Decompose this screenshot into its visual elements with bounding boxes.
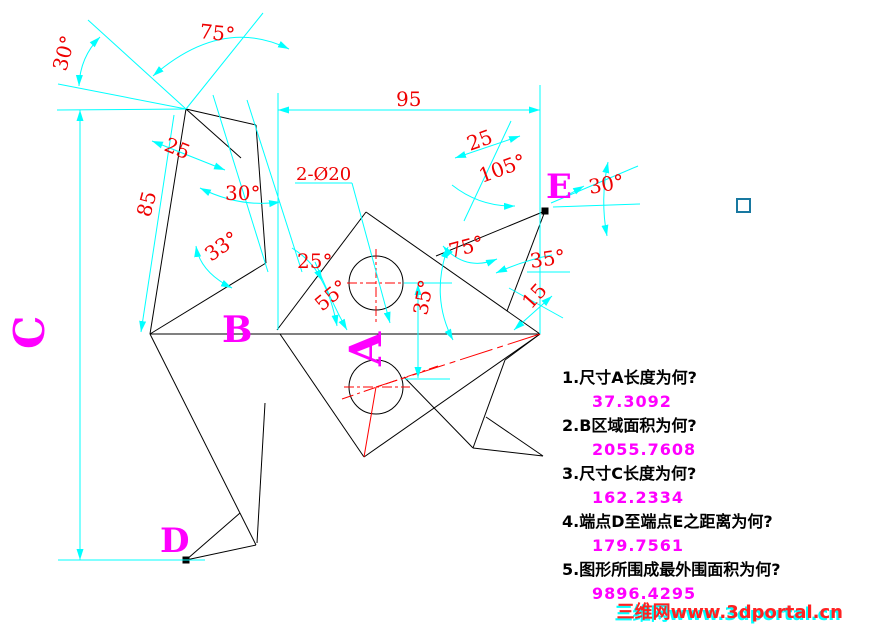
arc-105: [451, 184, 516, 210]
dim-95: 95: [396, 87, 421, 111]
dim-85: 85: [132, 188, 162, 219]
point-labels: C B A D E: [5, 167, 572, 561]
dim-25-top-left: 25: [161, 132, 194, 164]
dim-25-top-right: 25: [464, 124, 496, 155]
arc-30-right: [601, 161, 610, 237]
label-A: A: [341, 331, 392, 367]
angle-75-mid: 75°: [446, 230, 486, 262]
angle-55: 55°: [310, 275, 353, 316]
leader-holes: [351, 182, 391, 324]
arc-35-right: [495, 254, 553, 274]
answer-1: 37.3092: [592, 392, 672, 411]
dim-line-25-top-left: [151, 140, 226, 171]
watermark: 三维网www.3dportal.cn 三维网www.3dportal.cn: [615, 601, 843, 624]
label-D: D: [160, 521, 189, 561]
arc-75-top-left: [152, 36, 290, 77]
arc-30-top-left: [75, 36, 101, 87]
label-C: C: [5, 316, 54, 349]
angle-30-mid: 30°: [225, 181, 260, 205]
angle-30-top-left: 30°: [48, 33, 80, 73]
arc-75-mid: [442, 245, 498, 267]
angle-25-center: 25°: [297, 249, 332, 273]
angle-30-right: 30°: [587, 169, 626, 199]
small-square-marker: [736, 198, 751, 213]
angle-33: 33°: [200, 226, 243, 266]
angle-75-top-left: 75°: [198, 19, 236, 47]
answer-2: 2055.7608: [592, 440, 696, 459]
dimension-lines: [56, 12, 641, 561]
answer-3: 162.2334: [592, 488, 684, 507]
watermark-shadow: 三维网www.3dportal.cn: [615, 603, 841, 624]
centerlines: [341, 249, 541, 458]
question-5: 5.图形所围成最外围面积为何?: [562, 560, 781, 579]
dim-15: 15: [517, 278, 552, 313]
question-1: 1.尺寸A长度为何?: [562, 368, 697, 387]
label-E: E: [546, 167, 572, 207]
angle-35-right: 35°: [528, 244, 566, 273]
question-3: 3.尺寸C长度为何?: [562, 464, 696, 483]
dim-line-15: [513, 295, 553, 331]
dim-line-25-top-right: [454, 135, 521, 159]
answer-5: 9896.4295: [592, 584, 696, 603]
question-list: 1.尺寸A长度为何? 37.3092 2.B区域面积为何? 2055.7608 …: [562, 368, 781, 603]
label-B: B: [222, 309, 252, 351]
angle-35-center: 35°: [408, 278, 438, 317]
note-2-d20: 2-Ø20: [296, 164, 351, 185]
question-2: 2.B区域面积为何?: [562, 416, 697, 435]
watermark-text: 三维网www.3dportal.cn: [617, 601, 843, 623]
arc-33: [194, 245, 233, 289]
endpoint-e-dot: [541, 207, 549, 215]
answer-4: 179.7561: [592, 536, 684, 555]
angle-105: 105°: [476, 149, 529, 188]
arc-30-mid: [199, 187, 281, 208]
question-4: 4.端点D至端点E之距离为何?: [562, 512, 773, 531]
